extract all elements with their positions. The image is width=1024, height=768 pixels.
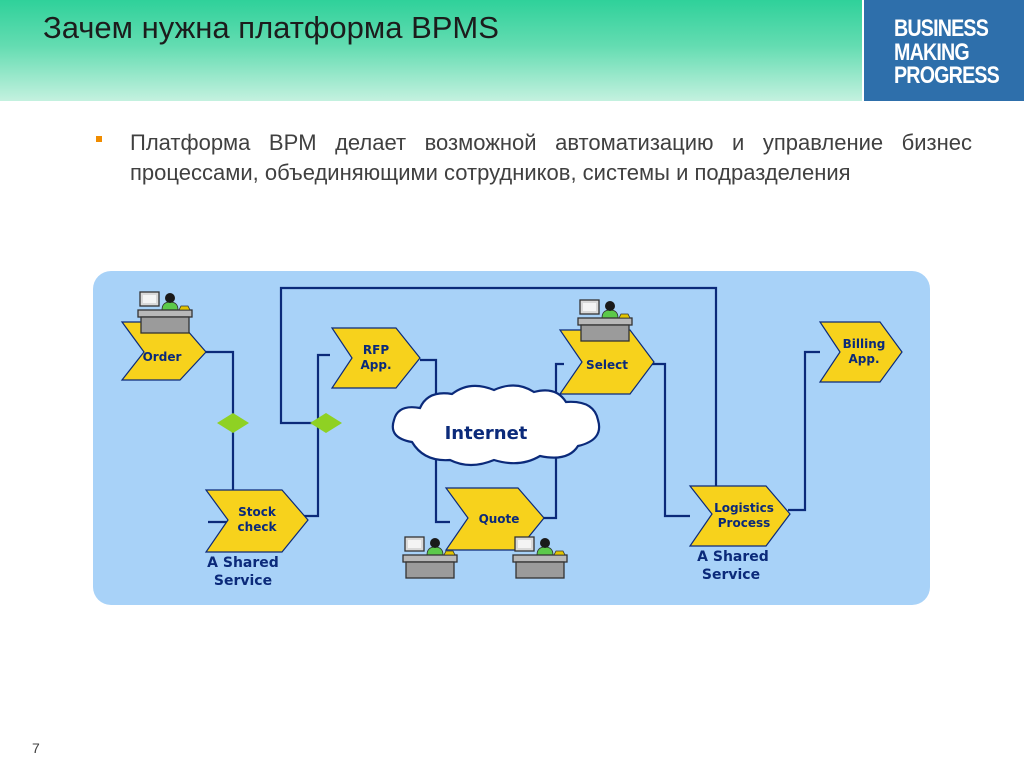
stock-check-label-2: check bbox=[238, 520, 278, 534]
slide-title: Зачем нужна платформа BPMS bbox=[43, 10, 499, 45]
internet-label: Internet bbox=[445, 423, 528, 444]
node-rfp-app bbox=[330, 327, 421, 389]
diamond-connector-icon bbox=[217, 413, 249, 433]
company-logo: BUSINESS MAKING PROGRESS bbox=[864, 0, 1024, 101]
bullet-marker bbox=[96, 136, 102, 142]
shared-service-right-1: A Shared bbox=[697, 549, 769, 565]
order-label: Order bbox=[143, 350, 182, 364]
shared-service-left-1: A Shared bbox=[207, 555, 279, 571]
logo-line-2: MAKING bbox=[894, 39, 970, 66]
logo-line-3: PROGRESS bbox=[894, 62, 1000, 89]
title-bar: Зачем нужна платформа BPMS bbox=[0, 0, 862, 101]
node-stock-check bbox=[204, 489, 309, 553]
billing-label-1: Billing bbox=[843, 337, 886, 351]
stock-check-label-1: Stock bbox=[238, 505, 277, 519]
logistics-label-2: Process bbox=[718, 516, 771, 530]
diamond-connector-icon bbox=[310, 413, 342, 433]
quote-label: Quote bbox=[479, 512, 520, 526]
logistics-label-1: Logistics bbox=[714, 501, 774, 515]
rfp-label-2: App. bbox=[360, 358, 391, 372]
internet-cloud-icon bbox=[391, 384, 601, 467]
node-billing-app bbox=[818, 321, 903, 383]
logo-line-1: BUSINESS bbox=[894, 15, 989, 42]
shared-service-right-2: Service bbox=[702, 567, 760, 583]
rfp-label-1: RFP bbox=[363, 343, 389, 357]
billing-label-2: App. bbox=[848, 352, 879, 366]
node-logistics bbox=[688, 485, 791, 547]
page-number: 7 bbox=[32, 740, 40, 756]
shared-service-left-2: Service bbox=[214, 573, 272, 589]
bullet-text: Платформа BPM делает возможной автоматиз… bbox=[130, 130, 972, 185]
select-label: Select bbox=[586, 358, 628, 372]
node-select bbox=[558, 329, 655, 395]
